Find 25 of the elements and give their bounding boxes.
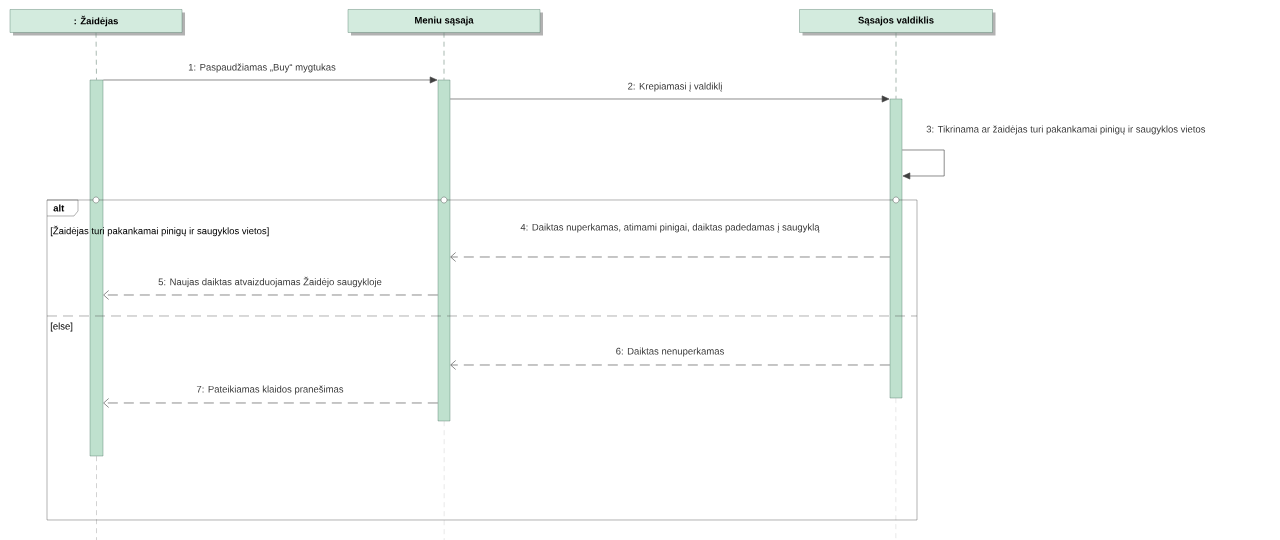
activation-bar bbox=[437, 79, 451, 422]
message-arrow bbox=[901, 149, 945, 180]
message-arrow bbox=[450, 360, 891, 370]
activation-bar bbox=[89, 79, 104, 457]
guard-condition: [Žaidėjas turi pakankamai pinigų ir saugyklos vietos] bbox=[50, 225, 269, 237]
guard-condition: [else] bbox=[50, 322, 73, 332]
message-arrow bbox=[449, 95, 890, 103]
lifeline-header: : Žaidėjas bbox=[9, 9, 185, 36]
edge-label: 7: Pateikiamas klaidos pranešimas bbox=[195, 384, 345, 396]
message-arrow bbox=[103, 290, 439, 300]
lifeline bbox=[95, 32, 97, 81]
edge-label: 1: Paspaudžiamas „Buy“ mygtukas bbox=[187, 62, 337, 74]
activation-bar bbox=[889, 98, 903, 399]
frame-tag: alt bbox=[46, 199, 79, 217]
edge-label: 3: Tikrinama ar žaidėjas turi pakankamai pinigų ir saugyklos vietos bbox=[925, 124, 1207, 136]
lifeline bbox=[443, 32, 445, 81]
message-arrow bbox=[103, 398, 439, 408]
message-arrow bbox=[102, 76, 438, 84]
lifeline-header: Meniu sąsaja bbox=[347, 9, 543, 36]
lifeline-header: Sąsajos valdiklis bbox=[799, 9, 996, 36]
edge-label: 6: Daiktas nenuperkamas bbox=[614, 346, 726, 358]
edge-label: 4: Daiktas nuperkamas, atimami pinigai, daiktas padedamas į saugyklą bbox=[519, 222, 821, 234]
lifeline bbox=[895, 32, 897, 100]
edge-label: 2: Krepiamasi į valdiklį bbox=[626, 81, 724, 93]
message-arrow bbox=[450, 252, 891, 262]
